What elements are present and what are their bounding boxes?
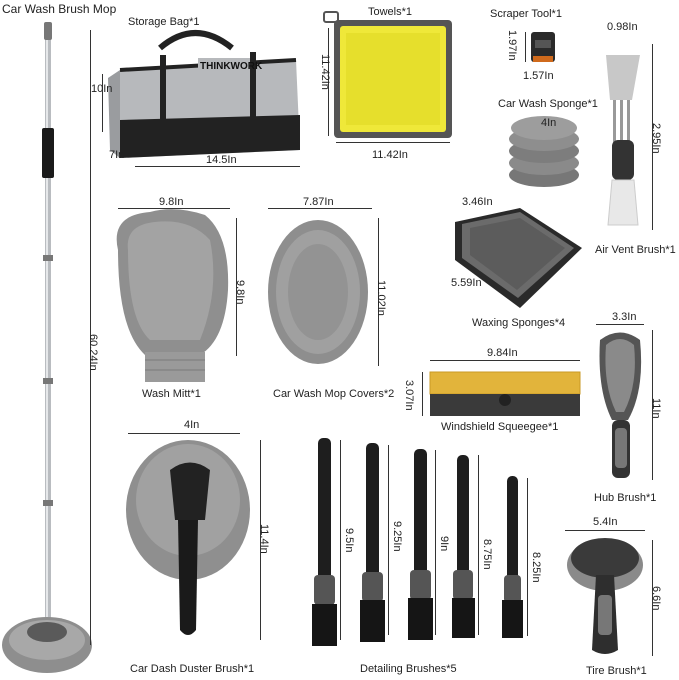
duster-width-line — [128, 433, 240, 434]
detailing-brush-4 — [452, 455, 475, 638]
wax-height-label: 5.59In — [451, 277, 482, 289]
airvent-width-label: 0.98In — [607, 21, 638, 33]
tire-width-label: 5.4In — [593, 516, 618, 528]
tire-height-label: 6.6In — [650, 586, 662, 611]
detailing-brush-3 — [408, 449, 433, 640]
hub-label: Hub Brush*1 — [594, 492, 657, 504]
duster-label: Car Dash Duster Brush*1 — [130, 663, 255, 675]
wax-width-label: 3.46In — [462, 196, 493, 208]
duster-width-label: 4In — [184, 419, 200, 431]
towel-width-label: 11.42In — [372, 149, 408, 161]
sponge-diameter-label: 4In — [541, 117, 557, 129]
squeegee-width-line — [430, 360, 580, 361]
hub-width-line — [596, 324, 644, 325]
detailing-brush-1 — [312, 438, 337, 646]
det4-line — [478, 455, 479, 635]
sponge-label: Car Wash Sponge*1 — [498, 98, 598, 110]
squeegee-height-line — [422, 372, 423, 416]
bag-brand: THINKWORK — [200, 61, 263, 72]
det5-line — [527, 478, 528, 636]
mitt-label: Wash Mitt*1 — [142, 388, 201, 400]
duster-height-line — [260, 440, 261, 640]
towel-height-line — [328, 28, 329, 136]
mitt-height-line — [236, 218, 237, 356]
detailing-brush-5 — [502, 476, 523, 638]
cover-height-line — [378, 218, 379, 366]
bag-height-label: 10In — [91, 83, 113, 95]
hub-width-label: 3.3In — [612, 311, 637, 323]
cover-width-label: 7.87In — [303, 196, 334, 208]
airvent-height-line — [652, 44, 653, 230]
tire-label: Tire Brush*1 — [586, 665, 647, 677]
mitt-width-line — [118, 208, 230, 209]
cover-width-line — [268, 208, 372, 209]
tire-height-line — [652, 540, 653, 656]
det3-line — [435, 450, 436, 635]
bag-label: Storage Bag*1 — [128, 16, 200, 28]
detailing-label: Detailing Brushes*5 — [360, 663, 457, 675]
tire-width-line — [565, 530, 645, 531]
waxing-label: Waxing Sponges*4 — [472, 317, 566, 329]
mop-dim-line — [90, 30, 91, 645]
scraper-width-label: 1.57In — [523, 70, 554, 82]
hub-height-line — [652, 330, 653, 480]
bag-depth-label: 7In — [109, 149, 125, 161]
bag-width-label: 14.5In — [206, 154, 237, 166]
mitt-width-label: 9.8In — [159, 196, 184, 208]
bag-height-line — [102, 74, 103, 132]
det2-line — [388, 445, 389, 635]
airvent-label: Air Vent Brush*1 — [595, 244, 676, 256]
squeegee-label: Windshield Squeegee*1 — [441, 421, 559, 433]
mopcover-label: Car Wash Mop Covers*2 — [273, 388, 395, 400]
det1-line — [340, 440, 341, 640]
towels-label: Towels*1 — [368, 6, 413, 18]
scraper-height-line — [525, 32, 526, 62]
towel-width-line — [336, 142, 450, 143]
detailing-brush-2 — [360, 443, 385, 642]
mop-label: Car Wash Brush Mop — [2, 2, 117, 16]
squeegee-width-label: 9.84In — [487, 347, 518, 359]
scraper-label: Scraper Tool*1 — [490, 8, 562, 20]
bag-width-line — [135, 166, 300, 167]
